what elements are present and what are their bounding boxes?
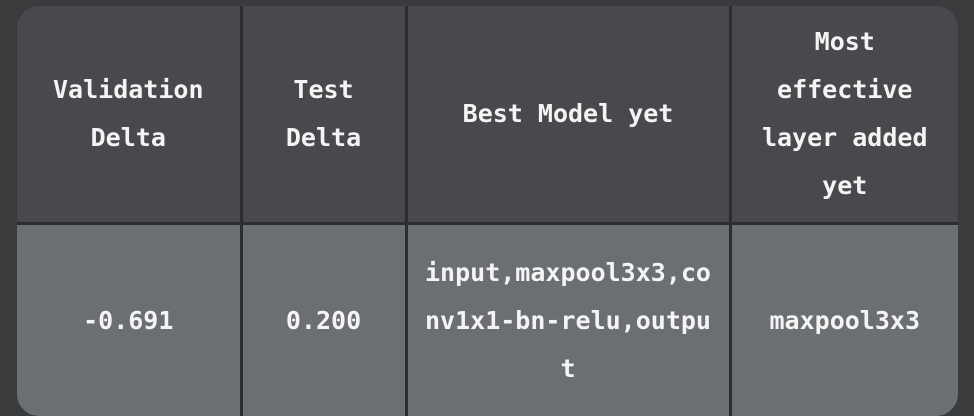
cell-value: 0.200 (286, 297, 361, 345)
cell-value: -0.691 (83, 297, 173, 345)
cell-validation-delta: -0.691 (17, 224, 241, 416)
cell-test-delta: 0.200 (241, 224, 406, 416)
results-table: Validation Delta Test Delta Best Model y… (17, 6, 958, 416)
header-label: Best Model yet (463, 90, 674, 138)
header-label: Most effective layer added yet (755, 18, 935, 210)
header-label: Test Delta (274, 66, 374, 162)
header-validation-delta: Validation Delta (17, 6, 241, 224)
header-most-effective-layer: Most effective layer added yet (730, 6, 958, 224)
table-header-row: Validation Delta Test Delta Best Model y… (17, 6, 958, 224)
cell-most-effective-layer: maxpool3x3 (730, 224, 958, 416)
cell-best-model: input,maxpool3x3,conv1x1-bn-relu,output (406, 224, 730, 416)
cell-value: input,maxpool3x3,conv1x1-bn-relu,output (423, 249, 713, 393)
table-row: -0.691 0.200 input,maxpool3x3,conv1x1-bn… (17, 224, 958, 416)
results-table-container: Validation Delta Test Delta Best Model y… (17, 6, 958, 416)
cell-value: maxpool3x3 (769, 297, 920, 345)
header-label: Validation Delta (38, 66, 218, 162)
header-test-delta: Test Delta (241, 6, 406, 224)
header-best-model: Best Model yet (406, 6, 730, 224)
